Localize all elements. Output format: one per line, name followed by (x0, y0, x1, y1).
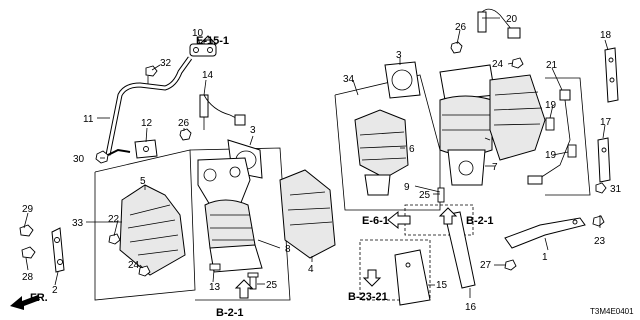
heat-shield-7 (489, 74, 546, 161)
bracket-17 (597, 137, 611, 183)
bracket-18 (604, 47, 619, 103)
arrow-b2-1-center (234, 279, 254, 299)
callout-24-left: 24 (128, 260, 140, 271)
direction-label: FR. (30, 292, 48, 304)
callout-11: 11 (83, 114, 94, 125)
callout-8: 8 (285, 244, 291, 255)
oxygen-sensor-14 (199, 94, 246, 130)
direction-arrow-fr (10, 295, 40, 310)
group-outline-sensor (545, 77, 591, 196)
arrow-e15-1 (198, 35, 218, 45)
callout-10: 10 (192, 28, 204, 39)
arrow-b2-1-right (438, 207, 458, 225)
callout-3-left: 3 (250, 125, 256, 136)
callout-21: 21 (546, 60, 558, 71)
callout-31: 31 (610, 184, 622, 195)
catalytic-converter-6 (439, 64, 496, 186)
arrow-e6-1 (387, 210, 411, 230)
callout-27: 27 (480, 260, 492, 271)
callout-6: 6 (409, 144, 415, 155)
nut-26-left (179, 128, 192, 141)
leader-lines (23, 17, 609, 298)
group-outline-left (94, 149, 196, 301)
bracket-12 (134, 139, 158, 159)
callout-7: 7 (492, 162, 498, 173)
bolt-23 (592, 215, 605, 227)
arrow-b23-21 (362, 269, 382, 287)
group-outline-bracket (359, 239, 431, 301)
callout-19-upper: 19 (545, 100, 557, 111)
nut-30 (95, 150, 109, 164)
callout-12: 12 (141, 118, 153, 129)
callout-17: 17 (600, 117, 612, 128)
callout-25-right: 25 (419, 190, 431, 201)
callout-13: 13 (209, 282, 221, 293)
ref-e-15-1: E-15-1 (196, 35, 229, 47)
callout-24-right: 24 (492, 59, 504, 70)
heat-shield-34 (354, 109, 409, 196)
catalytic-converter-8 (197, 157, 263, 273)
ref-e-6-1: E-6-1 (362, 215, 389, 227)
callout-26-right: 26 (455, 22, 467, 33)
callout-19-lower: 19 (545, 150, 557, 161)
bolt-25-bottom (247, 272, 259, 290)
callout-20: 20 (506, 14, 518, 25)
heat-shield-4 (279, 169, 336, 259)
bolt-27 (504, 259, 517, 271)
stay-1 (504, 217, 586, 249)
callout-25-bottom: 25 (266, 280, 278, 291)
callout-26-left: 26 (178, 118, 190, 129)
ref-b-2-1-right: B-2-1 (466, 215, 494, 227)
callout-30: 30 (73, 154, 85, 165)
bolt-31 (595, 182, 607, 194)
bolt-24-right (511, 57, 524, 69)
clip-19-lower (567, 144, 577, 158)
callout-9: 9 (404, 182, 410, 193)
bolt-28 (21, 246, 36, 259)
callout-33: 33 (72, 218, 84, 229)
callout-22: 22 (108, 214, 120, 225)
gasket-3-right (384, 61, 421, 99)
callout-15: 15 (436, 280, 448, 291)
callout-29: 29 (22, 204, 34, 215)
callout-32: 32 (160, 58, 172, 69)
callout-3-right: 3 (396, 50, 402, 61)
callout-1: 1 (542, 252, 548, 263)
bolt-22 (108, 233, 121, 245)
callout-2: 2 (52, 285, 58, 296)
clip-19-upper (545, 117, 555, 131)
callout-5: 5 (140, 176, 146, 187)
callout-28: 28 (22, 272, 34, 283)
callout-16: 16 (465, 302, 477, 313)
bolt-32 (145, 65, 158, 84)
callout-14: 14 (202, 70, 214, 81)
diagram-code: T3M4E0401 (590, 307, 634, 316)
stud-13 (209, 263, 221, 271)
ref-b-2-1-center: B-2-1 (216, 307, 244, 319)
ref-b-23-21: B-23-21 (348, 291, 388, 303)
callout-34: 34 (343, 74, 355, 85)
bolt-29 (19, 224, 34, 237)
stay-2 (51, 227, 65, 273)
callout-4: 4 (308, 264, 314, 275)
oxygen-sensor-20 (477, 8, 521, 39)
bracket-16 (444, 211, 476, 289)
bolt-25-right (437, 187, 445, 203)
bolt-24-left (138, 265, 151, 277)
bracket-15 (394, 249, 431, 306)
callout-18: 18 (600, 30, 612, 41)
nut-26-right (450, 41, 463, 54)
callout-23: 23 (594, 236, 606, 247)
heat-shield-5 (119, 184, 186, 276)
